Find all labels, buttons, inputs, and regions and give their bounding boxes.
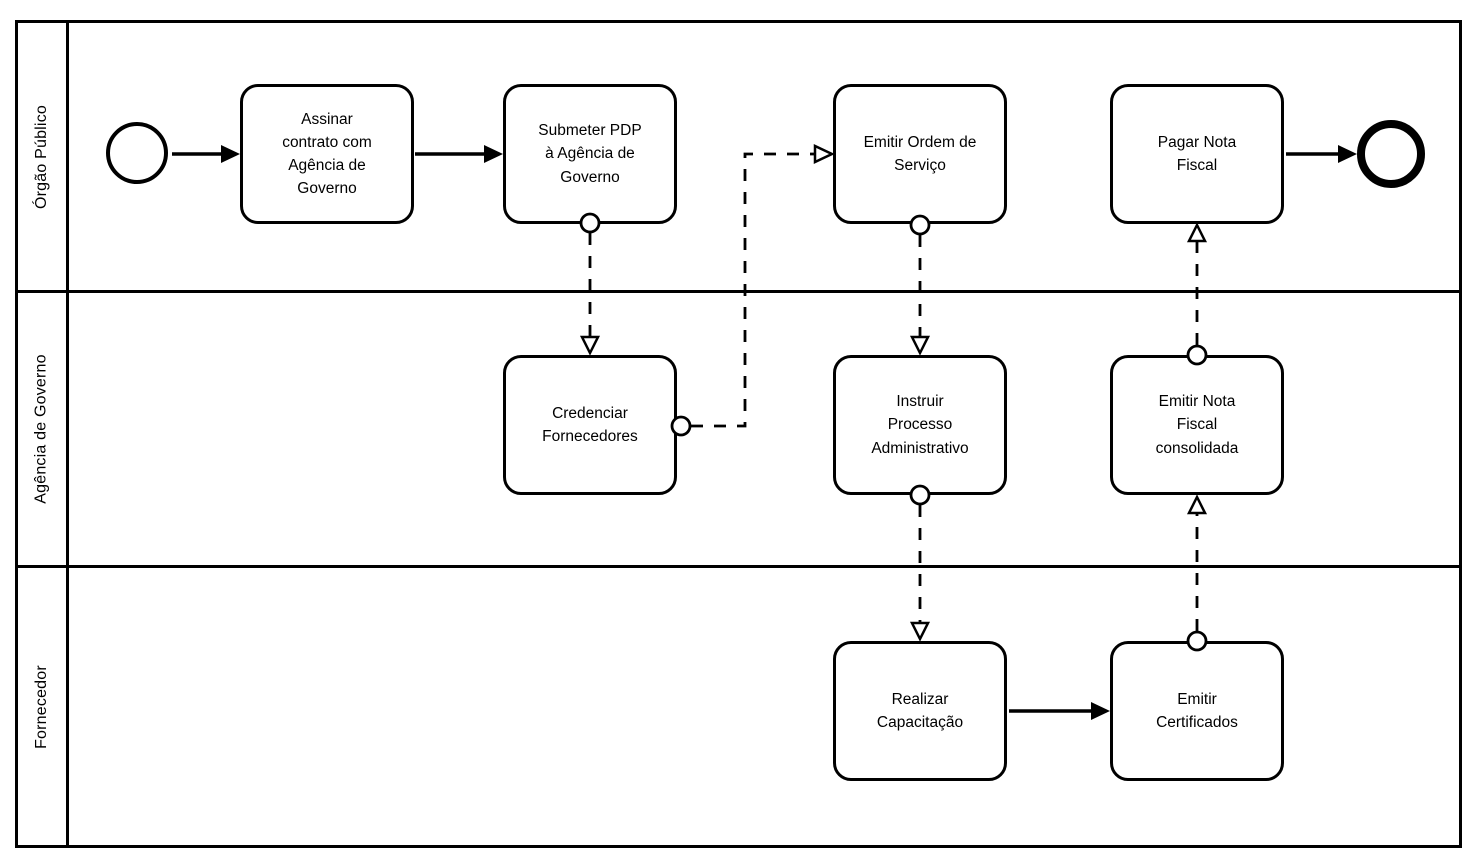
lane-label-cell: Órgão Público bbox=[18, 23, 69, 290]
lane-label-agencia-de-governo: Agência de Governo bbox=[33, 354, 51, 504]
task-credenciar-fornecedores[interactable]: Credenciar Fornecedores bbox=[503, 355, 677, 495]
task-emitir-ordem-de-servico[interactable]: Emitir Ordem de Serviço bbox=[833, 84, 1007, 224]
task-label: Instruir Processo Administrativo bbox=[871, 393, 969, 457]
task-emitir-nota-fiscal-consolidada[interactable]: Emitir Nota Fiscal consolidada bbox=[1110, 355, 1284, 495]
task-label: Pagar Nota Fiscal bbox=[1157, 133, 1237, 174]
task-realizar-capacitacao[interactable]: Realizar Capacitação bbox=[833, 641, 1007, 781]
task-instruir-processo-administrativo[interactable]: Instruir Processo Administrativo bbox=[833, 355, 1007, 495]
task-label: Emitir Certificados bbox=[1156, 690, 1238, 731]
task-label: Emitir Nota Fiscal consolidada bbox=[1155, 393, 1239, 457]
lane-label-orgao-publico: Órgão Público bbox=[33, 104, 50, 209]
end-event-icon[interactable] bbox=[1357, 120, 1425, 188]
task-label: Assinar contrato com Agência de Governo bbox=[282, 110, 372, 198]
lane-label-cell: Agência de Governo bbox=[18, 293, 69, 565]
task-assinar-contrato[interactable]: Assinar contrato com Agência de Governo bbox=[240, 84, 414, 224]
task-label: Submeter PDP à Agência de Governo bbox=[538, 122, 642, 186]
lane-label-cell: Fornecedor bbox=[18, 568, 69, 845]
task-label: Realizar Capacitação bbox=[876, 690, 964, 731]
lane-orgao-publico: Órgão Público bbox=[18, 23, 1459, 290]
task-emitir-certificados[interactable]: Emitir Certificados bbox=[1110, 641, 1284, 781]
lane-label-fornecedor: Fornecedor bbox=[33, 664, 51, 749]
task-label: Emitir Ordem de Serviço bbox=[863, 133, 977, 174]
start-event-icon[interactable] bbox=[106, 122, 168, 184]
task-submeter-pdp[interactable]: Submeter PDP à Agência de Governo bbox=[503, 84, 677, 224]
task-label: Credenciar Fornecedores bbox=[542, 404, 638, 445]
task-pagar-nota-fiscal[interactable]: Pagar Nota Fiscal bbox=[1110, 84, 1284, 224]
lane-fornecedor: Fornecedor bbox=[18, 565, 1459, 845]
